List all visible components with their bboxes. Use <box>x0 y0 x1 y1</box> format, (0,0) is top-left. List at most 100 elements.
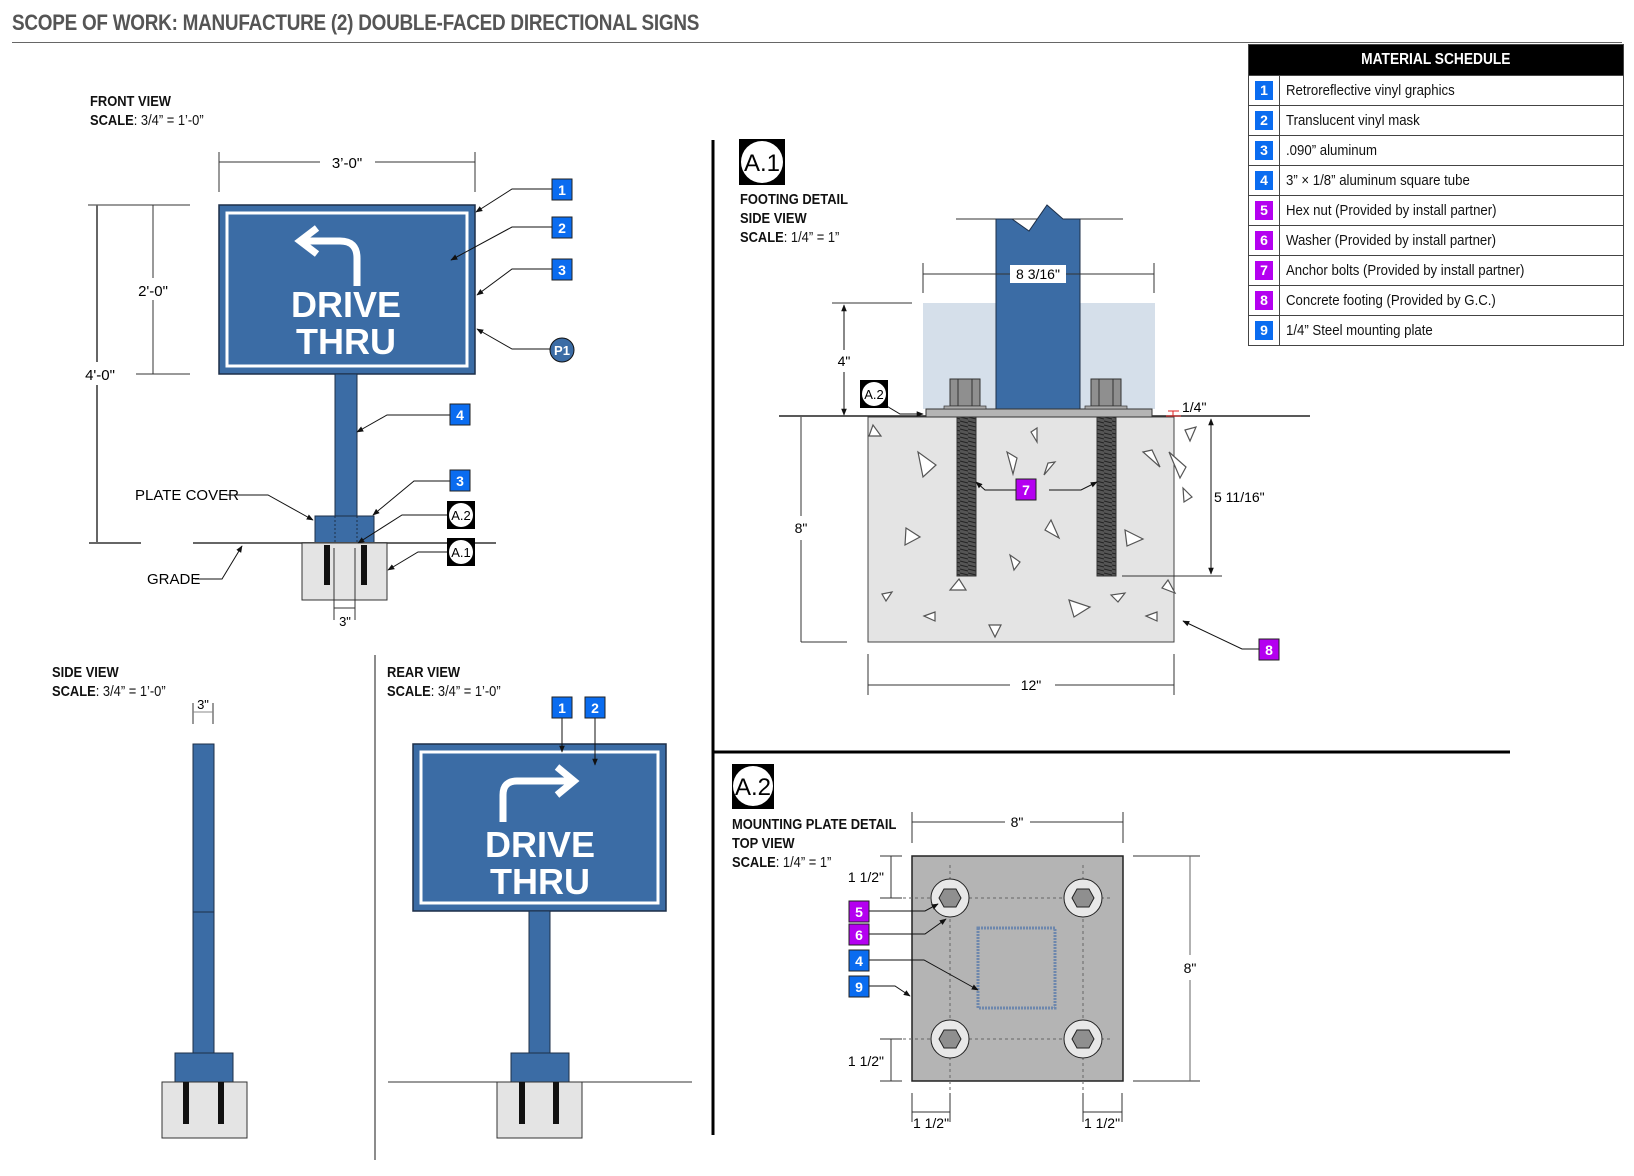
callout-5: 5 <box>848 900 870 923</box>
callout-1: 1 <box>551 696 573 719</box>
rear-plate-cover <box>510 1052 570 1083</box>
aggregate-pattern <box>868 423 1198 639</box>
left-turn-arrow-icon <box>302 237 361 286</box>
detail-a1-title: FOOTING DETAIL <box>740 191 848 208</box>
detail-a2-drawing: A.2 8" 1 1/2" 1 1/2" <box>732 764 1200 1131</box>
hex-nut <box>949 378 981 407</box>
svg-text:A.2: A.2 <box>735 774 771 801</box>
rear-footing <box>496 1081 583 1139</box>
material-number-cell: 7 <box>1248 255 1280 286</box>
svg-text:5: 5 <box>855 904 863 920</box>
material-number-cell: 9 <box>1248 315 1280 346</box>
detail-ref-a2[interactable]: A.2 <box>447 501 475 529</box>
callout-1: 1 <box>551 178 573 201</box>
material-description: 1/4” Steel mounting plate <box>1279 315 1624 346</box>
material-number-cell: 3 <box>1248 135 1280 166</box>
front-dim-sign-height: 2'-0" <box>138 283 168 300</box>
front-view-scale-value: : 3/4” = 1’-0” <box>133 112 204 129</box>
side-post <box>192 743 215 1054</box>
anchor-bolt <box>1096 416 1117 577</box>
front-dim-width: 3’-0" <box>332 155 362 172</box>
material-number-cell: 4 <box>1248 165 1280 196</box>
material-schedule-title: MATERIAL SCHEDULE <box>1248 44 1624 76</box>
detail-ref-a2[interactable]: A.2 <box>860 380 888 408</box>
material-number-badge: 7 <box>1255 261 1273 280</box>
svg-text:1: 1 <box>558 700 566 716</box>
detail-a2-title: MOUNTING PLATE DETAIL <box>732 816 897 833</box>
svg-text:A.2: A.2 <box>864 387 884 402</box>
material-row: 7 Anchor bolts (Provided by install partn… <box>1248 255 1624 286</box>
rear-sign-border <box>419 750 660 905</box>
callout-4: 4 <box>449 403 471 426</box>
detail-a2-label: MOUNTING PLATE DETAIL TOP VIEW SCALE: 1/… <box>732 815 896 872</box>
anchor-bolt <box>956 416 977 577</box>
rear-sign-text-1: DRIVE <box>485 824 595 865</box>
material-row: 5 Hex nut (Provided by install partner) <box>1248 195 1624 226</box>
front-footing <box>301 542 388 601</box>
a2-dim-offset-right: 1 1/2" <box>1084 1115 1120 1131</box>
hex-nut <box>1090 378 1122 407</box>
rear-sign-panel <box>412 743 667 912</box>
material-description: Anchor bolts (Provided by install partne… <box>1279 255 1624 286</box>
material-description: Hex nut (Provided by install partner) <box>1279 195 1624 226</box>
detail-a1-tag: A.1 <box>739 139 785 185</box>
svg-text:9: 9 <box>855 979 863 995</box>
front-sign-text-1: DRIVE <box>291 284 401 325</box>
a2-tube-outline <box>976 926 1057 1010</box>
detail-a2-scale-value: : 1/4” = 1” <box>775 854 832 871</box>
callout-8: 8 <box>1258 638 1280 661</box>
callout-7: 7 <box>1015 478 1037 501</box>
svg-text:4: 4 <box>456 407 464 423</box>
detail-a1-label: FOOTING DETAIL SIDE VIEW SCALE: 1/4” = 1… <box>740 190 848 247</box>
a1-post <box>995 204 1081 410</box>
front-anchor-bolt <box>361 545 367 585</box>
front-dim-total-height: 4'-0" <box>85 367 115 384</box>
side-footing <box>161 1081 248 1139</box>
side-view-drawing: 3" <box>161 697 248 1139</box>
rear-view-label: REAR VIEW SCALE: 3/4” = 1’-0” <box>387 663 501 701</box>
material-number-badge: 8 <box>1255 291 1273 310</box>
side-view-title: SIDE VIEW <box>52 664 119 681</box>
material-number-badge: 1 <box>1255 81 1273 100</box>
svg-text:1: 1 <box>558 182 566 198</box>
material-number-cell: 6 <box>1248 225 1280 256</box>
detail-a2-subtitle: TOP VIEW <box>732 835 795 852</box>
svg-text:A.1: A.1 <box>451 545 471 560</box>
a2-dim-offset-left: 1 1/2" <box>913 1115 949 1131</box>
side-view-label: SIDE VIEW SCALE: 3/4” = 1’-0” <box>52 663 166 701</box>
callout-p1: P1 <box>549 337 575 363</box>
material-description: Retroreflective vinyl graphics <box>1279 75 1624 106</box>
callout-4: 4 <box>848 949 870 972</box>
material-number-cell: 8 <box>1248 285 1280 316</box>
detail-a1-scale-value: : 1/4” = 1” <box>783 229 840 246</box>
a1-dim-mask-height: 4" <box>838 353 851 369</box>
callout-2: 2 <box>551 216 573 239</box>
front-view-drawing: 3’-0" 2'-0" 4'-0" DRIVE THRU 3" <box>85 152 575 629</box>
material-number-badge: 3 <box>1255 141 1273 160</box>
material-number-badge: 5 <box>1255 201 1273 220</box>
side-plate-cover <box>174 1052 234 1083</box>
a1-dim-footing-width: 12" <box>1021 677 1042 693</box>
material-number-badge: 2 <box>1255 111 1273 130</box>
front-plate-cover <box>314 515 375 545</box>
material-description: 3” × 1/8” aluminum square tube <box>1279 165 1624 196</box>
callout-3: 3 <box>449 469 471 492</box>
material-schedule-table: MATERIAL SCHEDULE 1 Retroreflective vinyl… <box>1248 44 1624 346</box>
plate-cover-label: PLATE COVER <box>135 487 239 504</box>
detail-a2-tag: A.2 <box>732 764 774 809</box>
side-view-scale-value: : 3/4” = 1’-0” <box>95 683 166 700</box>
rear-view-title: REAR VIEW <box>387 664 461 681</box>
concrete-footing <box>867 416 1175 643</box>
svg-text:A.1: A.1 <box>744 150 780 177</box>
svg-text:P1: P1 <box>554 343 570 358</box>
a1-dim-plate-thickness: 1/4" <box>1182 399 1206 415</box>
callout-3: 3 <box>551 258 573 281</box>
svg-text:A.2: A.2 <box>451 508 471 523</box>
material-number-cell: 1 <box>1248 75 1280 106</box>
detail-ref-a1[interactable]: A.1 <box>447 538 475 566</box>
detail-a2-scale-label: SCALE <box>732 854 776 871</box>
